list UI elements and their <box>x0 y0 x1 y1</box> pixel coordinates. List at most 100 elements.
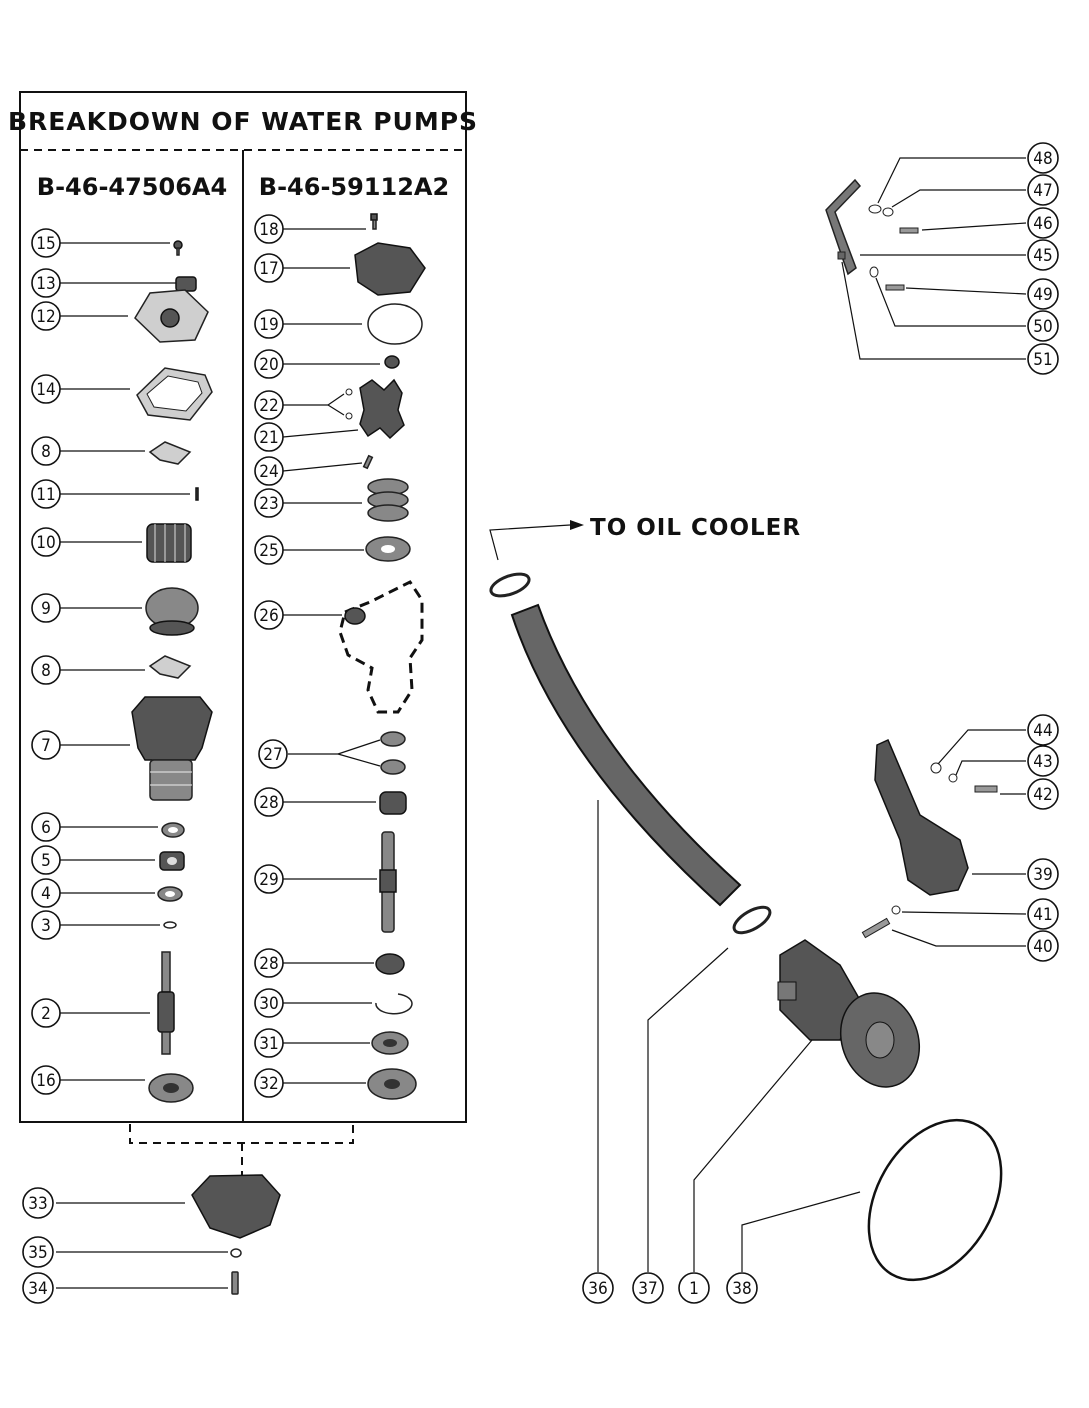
part-seal-20 <box>384 355 400 369</box>
callout-30: 30 <box>259 994 278 1014</box>
callout-50: 50 <box>1033 317 1052 337</box>
callouts-bottom-row: 36 37 1 38 <box>582 1272 758 1304</box>
part-plate-25 <box>365 536 411 562</box>
callout-23: 23 <box>259 494 278 514</box>
oil-cooler-arrow <box>489 520 584 561</box>
callout-42: 42 <box>1033 785 1052 805</box>
callouts-mid-right: 44 43 42 39 41 40 <box>1027 714 1059 962</box>
callout-46: 46 <box>1033 214 1052 234</box>
callout-39: 39 <box>1033 865 1052 885</box>
callout-45: 45 <box>1033 246 1052 266</box>
callout-10: 10 <box>36 533 55 553</box>
left-model-number: B-46-47506A4 <box>37 173 227 201</box>
callout-11: 11 <box>36 485 55 505</box>
part-oring-38 <box>867 1118 1003 1282</box>
callout-40: 40 <box>1033 937 1052 957</box>
callout-17: 17 <box>259 259 278 279</box>
assembly-bracket <box>129 1124 354 1144</box>
part-seal-31 <box>371 1031 409 1055</box>
callout-26: 26 <box>259 606 278 626</box>
part-snapring-30 <box>375 993 413 1015</box>
part-bearing-28b <box>375 953 405 975</box>
part-pin-11 <box>195 487 199 501</box>
part-plate-8a <box>148 441 192 465</box>
part-screw-18 <box>370 213 378 230</box>
part-bolt-34 <box>231 1271 239 1295</box>
part-pins-22 <box>345 388 353 420</box>
callout-14: 14 <box>36 380 55 400</box>
part-housing-7 <box>131 696 213 801</box>
part-plate-8b <box>148 655 192 679</box>
part-liner-9 <box>145 587 199 636</box>
callout-2: 2 <box>41 1004 51 1024</box>
callout-12: 12 <box>36 307 55 327</box>
part-clamp-top <box>489 572 531 598</box>
part-cover-17 <box>354 242 426 296</box>
callout-6: 6 <box>41 818 51 838</box>
leader-lines <box>56 157 1027 1289</box>
part-seals-27 <box>380 731 406 775</box>
callout-38: 38 <box>732 1279 751 1299</box>
callout-25: 25 <box>259 541 278 561</box>
callout-32: 32 <box>259 1074 278 1094</box>
part-pump-1 <box>777 939 921 1088</box>
part-washer-35 <box>230 1248 242 1258</box>
callout-8b: 8 <box>41 661 51 681</box>
callout-8: 8 <box>41 442 51 462</box>
callout-7: 7 <box>41 736 51 756</box>
callout-15: 15 <box>36 234 55 254</box>
callout-27: 27 <box>263 745 282 765</box>
part-impeller-10 <box>146 523 192 563</box>
callout-49: 49 <box>1033 285 1052 305</box>
callout-51: 51 <box>1033 350 1052 370</box>
callouts-right: 18 17 19 20 22 21 24 23 25 26 27 28 29 2… <box>254 214 288 1098</box>
callout-20: 20 <box>259 355 278 375</box>
callout-9: 9 <box>41 599 51 619</box>
callout-3: 3 <box>41 916 51 936</box>
part-shaft-2 <box>157 951 175 1055</box>
callouts-bottom-left: 33 35 34 <box>22 1187 54 1304</box>
part-flange-16 <box>148 1073 194 1103</box>
callout-36: 36 <box>588 1279 607 1299</box>
callout-18: 18 <box>259 220 278 240</box>
callout-41: 41 <box>1033 905 1052 925</box>
part-bracket-45 <box>825 178 919 291</box>
callout-43: 43 <box>1033 752 1052 772</box>
callout-19: 19 <box>259 315 278 335</box>
callouts-top-right: 48 47 46 45 49 50 51 <box>1027 142 1059 375</box>
callout-1: 1 <box>689 1279 699 1299</box>
callout-28: 28 <box>259 793 278 813</box>
callout-13: 13 <box>36 274 55 294</box>
callout-5: 5 <box>41 851 51 871</box>
callout-48: 48 <box>1033 149 1052 169</box>
part-screw-15 <box>173 240 183 256</box>
callout-28b: 28 <box>259 954 278 974</box>
right-model-number: B-46-59112A2 <box>259 173 449 201</box>
part-fitting-13 <box>175 276 197 292</box>
part-hose-36 <box>510 603 742 907</box>
part-clamp-37 <box>732 905 772 935</box>
part-screw-24 <box>362 454 374 470</box>
callout-24: 24 <box>259 462 278 482</box>
callout-31: 31 <box>259 1034 278 1054</box>
callout-34: 34 <box>28 1279 47 1299</box>
callout-44: 44 <box>1033 721 1052 741</box>
callout-22: 22 <box>259 396 278 416</box>
part-impeller-21 <box>359 378 405 440</box>
to-oil-cooler-label: TO OIL COOLER <box>590 515 801 541</box>
callout-47: 47 <box>1033 181 1052 201</box>
callout-29: 29 <box>259 870 278 890</box>
callout-35: 35 <box>28 1243 47 1263</box>
part-flange-32 <box>367 1068 417 1100</box>
callout-33: 33 <box>28 1194 47 1214</box>
part-housing-33 <box>191 1174 281 1239</box>
part-oring-19 <box>367 303 423 345</box>
part-ring-3 <box>163 921 177 929</box>
part-gasket-14 <box>136 367 213 421</box>
callouts-left: 15 13 12 14 8 11 10 9 8 7 6 5 4 3 2 16 <box>31 228 61 1095</box>
callout-37: 37 <box>638 1279 657 1299</box>
callout-21: 21 <box>259 428 278 448</box>
part-seal-4 <box>157 886 183 902</box>
part-bearing-28a <box>379 791 407 815</box>
